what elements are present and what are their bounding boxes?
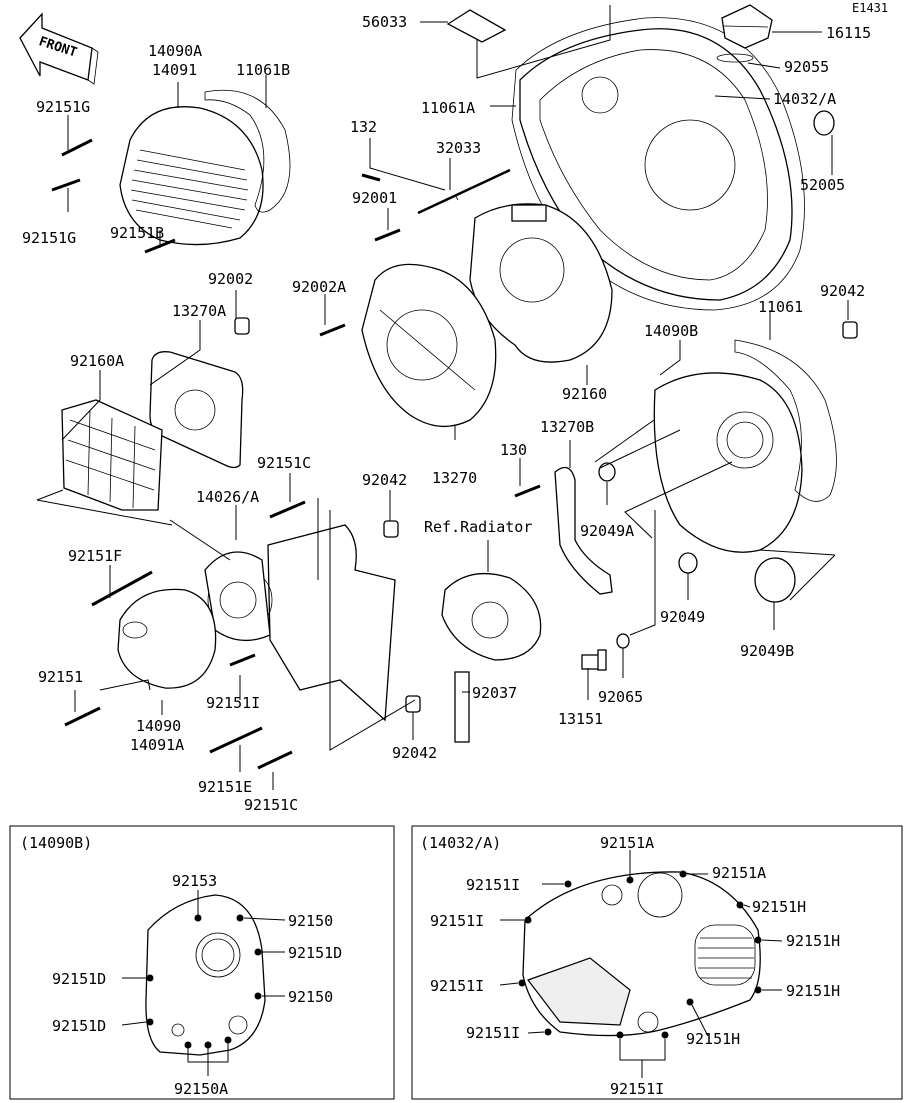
inset-left-label-92151d-a: 92151D bbox=[288, 944, 342, 962]
cover-14026a-drawing bbox=[204, 524, 396, 722]
label-14032a: 14032/A bbox=[773, 90, 836, 108]
bushing-92002-drawing bbox=[234, 317, 250, 335]
inset-left-title: (14090B) bbox=[20, 834, 92, 852]
seal-92049a-drawing bbox=[598, 462, 616, 482]
switch-13151-drawing bbox=[581, 649, 607, 671]
label-92049a: 92049A bbox=[580, 522, 634, 540]
inset-right-label-92151h-d: 92151H bbox=[686, 1030, 740, 1048]
inset-right-label-92151a-a: 92151A bbox=[600, 834, 654, 852]
inset-left-label-92151d-c: 92151D bbox=[52, 1017, 106, 1035]
front-arrow-icon: FRONT bbox=[19, 12, 99, 85]
gasket-11061b-drawing bbox=[204, 89, 291, 213]
cover-14090a-drawing bbox=[119, 106, 264, 246]
inset-left-label-92153: 92153 bbox=[172, 872, 217, 890]
diagram-code: E1431 bbox=[852, 1, 888, 15]
cover-92160-drawing bbox=[469, 203, 613, 363]
inset-right-label-92151i-b: 92151I bbox=[430, 912, 484, 930]
label-14091: 14091 bbox=[152, 61, 197, 79]
cover-14090b-drawing bbox=[653, 372, 803, 553]
label-92151c-a: 92151C bbox=[257, 454, 311, 472]
inset-14090b: (14090B) 92153 92150 bbox=[9, 825, 395, 1100]
label-56033: 56033 bbox=[362, 13, 407, 31]
cover-14090-drawing bbox=[117, 588, 217, 689]
label-ref-radiator: Ref.Radiator bbox=[424, 518, 532, 536]
o-ring-92055-drawing bbox=[716, 53, 754, 63]
label-14091a: 14091A bbox=[130, 736, 184, 754]
gasket-11061-drawing bbox=[734, 339, 837, 502]
inset-left-label-92150a: 92150A bbox=[174, 1080, 228, 1098]
label-92151: 92151 bbox=[38, 668, 83, 686]
inset-left-label-92150-b: 92150 bbox=[288, 988, 333, 1006]
label-14090b: 14090B bbox=[644, 322, 698, 340]
label-130: 130 bbox=[500, 441, 527, 459]
inset-left-bolt-dots bbox=[146, 914, 262, 1049]
label-13270: 13270 bbox=[432, 469, 477, 487]
label-13151: 13151 bbox=[558, 710, 603, 728]
label-92151i-a: 92151I bbox=[206, 694, 260, 712]
plate-13270a-drawing bbox=[149, 351, 244, 469]
shaft-32033-drawing bbox=[417, 168, 511, 215]
label-92160a: 92160A bbox=[70, 352, 124, 370]
inset-right-bolt-dots bbox=[518, 870, 762, 1039]
inset-right-label-92151h-a: 92151H bbox=[752, 898, 806, 916]
label-92151c-b: 92151C bbox=[244, 796, 298, 814]
label-92042-a: 92042 bbox=[820, 282, 865, 300]
label-92151f: 92151F bbox=[68, 547, 122, 565]
label-16115: 16115 bbox=[826, 24, 871, 42]
label-92151e: 92151E bbox=[198, 778, 252, 796]
label-56033-drawing bbox=[446, 9, 507, 43]
label-92065: 92065 bbox=[598, 688, 643, 706]
label-92151g-b: 92151G bbox=[22, 229, 76, 247]
label-32033: 32033 bbox=[436, 139, 481, 157]
label-92037: 92037 bbox=[472, 684, 517, 702]
plate-13270-drawing bbox=[361, 263, 497, 428]
label-92002: 92002 bbox=[208, 270, 253, 288]
inset-left-label-92150-a: 92150 bbox=[288, 912, 333, 930]
bolts-drawing bbox=[51, 138, 541, 770]
label-11061b: 11061B bbox=[236, 61, 290, 79]
inset-right-label-92151h-c: 92151H bbox=[786, 982, 840, 1000]
inset-right-label-92151i-a: 92151I bbox=[466, 876, 520, 894]
leader-lines bbox=[36, 5, 849, 790]
seal-92049-drawing bbox=[678, 552, 698, 574]
label-132: 132 bbox=[350, 118, 377, 136]
inset-left-label-92151d-b: 92151D bbox=[52, 970, 106, 988]
label-92055: 92055 bbox=[784, 58, 829, 76]
inset-right-label-92151i-d: 92151I bbox=[466, 1024, 520, 1042]
grille-92160a-drawing bbox=[61, 399, 163, 511]
label-92001: 92001 bbox=[352, 189, 397, 207]
inset-14032a: (14032/A) bbox=[411, 825, 903, 1100]
label-92042-c: 92042 bbox=[392, 744, 437, 762]
label-92151g-a: 92151G bbox=[36, 98, 90, 116]
seal-52005-drawing bbox=[813, 110, 835, 136]
inset-right-label-92151i-c: 92151I bbox=[430, 977, 484, 995]
label-14026a: 14026/A bbox=[196, 488, 259, 506]
plate-13270b-drawing bbox=[554, 466, 613, 595]
label-11061a: 11061A bbox=[421, 99, 475, 117]
oil-cap-16115-drawing bbox=[721, 4, 773, 49]
label-14090: 14090 bbox=[136, 717, 181, 735]
water-pump-drawing bbox=[441, 572, 542, 743]
label-13270b: 13270B bbox=[540, 418, 594, 436]
bushing-92042-b-drawing bbox=[383, 520, 399, 538]
label-92049: 92049 bbox=[660, 608, 705, 626]
seal-92049b-drawing bbox=[754, 557, 796, 603]
inset-right-label-92151a-b: 92151A bbox=[712, 864, 766, 882]
label-92151b: 92151B bbox=[110, 224, 164, 242]
ring-92065-drawing bbox=[616, 633, 630, 649]
label-92160: 92160 bbox=[562, 385, 607, 403]
label-11061: 11061 bbox=[758, 298, 803, 316]
label-52005: 52005 bbox=[800, 176, 845, 194]
inset-right-label-92151h-b: 92151H bbox=[786, 932, 840, 950]
label-92002a: 92002A bbox=[292, 278, 346, 296]
label-14090a: 14090A bbox=[148, 42, 202, 60]
inset-right-label-92151i-e: 92151I bbox=[610, 1080, 664, 1098]
inset-right-title: (14032/A) bbox=[420, 834, 501, 852]
label-13270a: 13270A bbox=[172, 302, 226, 320]
label-92049b: 92049B bbox=[740, 642, 794, 660]
label-92042-b: 92042 bbox=[362, 471, 407, 489]
bushing-92042-a-drawing bbox=[842, 321, 858, 339]
